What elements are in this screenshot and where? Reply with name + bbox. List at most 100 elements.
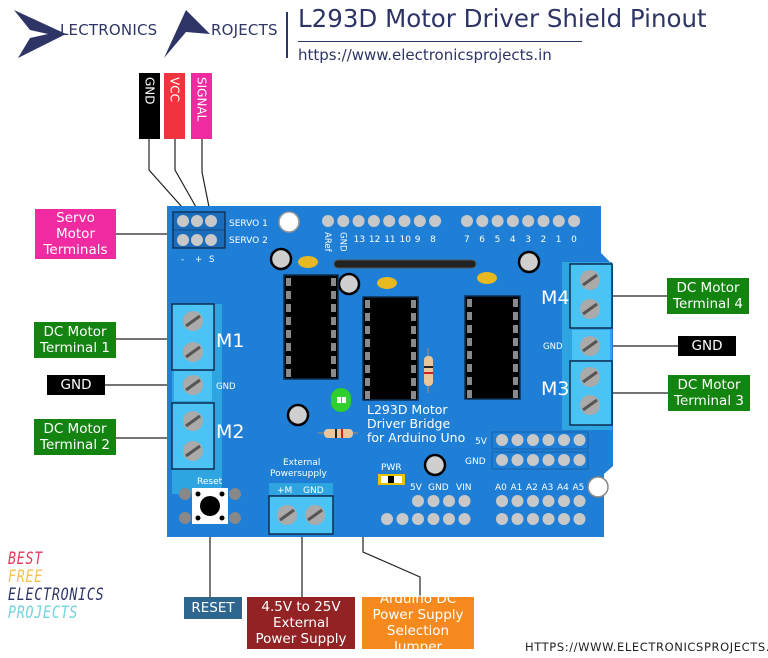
digital-pin: [461, 215, 473, 227]
analog-pin-label: A0: [495, 483, 507, 493]
power-header-label: 5V: [410, 483, 423, 493]
gnd-pin: [496, 454, 508, 466]
callout-gnd-right: GND: [678, 336, 736, 356]
screw-icon: [305, 505, 325, 525]
screw-icon: [183, 411, 203, 431]
brand-line-best: BEST: [8, 549, 44, 569]
hole: [269, 247, 293, 271]
digital-pin-label: 0: [571, 235, 577, 245]
screw-icon: [580, 270, 600, 290]
power-pin: [558, 434, 570, 446]
servo-pin: [191, 234, 203, 246]
callout-dc-motor-terminal-3: DC Motor Terminal 3: [668, 375, 750, 411]
callout-gnd-left: GND: [47, 375, 105, 395]
pwr-jumper-icon: [378, 474, 405, 485]
analog-pin-label: A4: [557, 483, 569, 493]
analog-pin: [527, 495, 539, 507]
digital-pin-label: 12: [369, 235, 380, 245]
reset-label: Reset: [197, 477, 223, 487]
hole: [423, 453, 447, 477]
digital-pin-label: 10: [400, 235, 412, 245]
callout-dc-motor-terminal-4: DC Motor Terminal 4: [667, 278, 749, 314]
digital-pin: [383, 215, 396, 227]
chip-caption: for Arduino Uno: [367, 430, 465, 445]
gnd-pin: [511, 454, 524, 466]
power-pin: [496, 434, 508, 446]
screw-icon: [580, 367, 600, 387]
power-row-label: 5V: [475, 437, 488, 447]
analog-pin: [542, 495, 555, 507]
power-header-pin: [412, 513, 424, 525]
screw-icon: [277, 505, 297, 525]
callout-external-power-supply: 4.5V to 25V External Power Supply: [247, 597, 355, 649]
hole: [286, 403, 310, 427]
chip-caption: Driver Bridge: [367, 416, 450, 431]
power-header-pin: [443, 513, 455, 525]
power-header-pin: [443, 495, 455, 507]
power-header-pin: [427, 495, 440, 507]
power-pin: [542, 434, 555, 446]
ext-power-pin-label: GND: [303, 486, 324, 496]
wire-label-vcc: VCC: [164, 73, 185, 139]
power-header-pin: [412, 495, 424, 507]
l293d-chip: [362, 296, 419, 401]
m2-label: M2: [216, 421, 244, 443]
power-pin: [527, 434, 539, 446]
analog-pin-label: A2: [526, 483, 538, 493]
digital-pin-label: 2: [541, 235, 547, 245]
analog-pin-label: A1: [511, 483, 523, 493]
servo-row-label: SERVO 1: [229, 219, 268, 229]
analog-pin: [573, 513, 586, 525]
analog-pin: [558, 513, 570, 525]
gnd-right-label: GND: [543, 342, 563, 352]
header-url-link[interactable]: https://www.electronicsprojects.in: [298, 46, 552, 64]
hole: [517, 250, 541, 274]
analog-pin-label: A3: [542, 483, 554, 493]
ext-power-label: Powersupply: [270, 469, 328, 479]
servo-pin: [205, 234, 217, 246]
screw-icon: [183, 311, 203, 331]
footer-url-link[interactable]: HTTPS://WWW.ELECTRONICSPROJECTS.IN: [525, 640, 768, 654]
screw-icon: [580, 395, 600, 415]
servo-pin: [177, 234, 189, 246]
digital-pin-label: 9: [415, 235, 421, 245]
ext-power-pin-label: +M: [277, 486, 292, 496]
servo-pin: [205, 215, 217, 227]
digital-pin: [337, 215, 350, 227]
chip-caption: L293D Motor: [367, 402, 448, 417]
gnd-left-label: GND: [216, 382, 236, 392]
digital-pin-label: ARef: [322, 232, 332, 253]
digital-pin: [506, 215, 519, 227]
electronics-logo-icon: [14, 10, 66, 58]
gnd-pin: [558, 454, 570, 466]
callout-dc-motor-terminal-1: DC Motor Terminal 1: [34, 322, 116, 358]
led-icon: [331, 388, 351, 412]
servo-pin-label: S: [209, 255, 214, 265]
analog-pin: [542, 513, 555, 525]
analog-pin: [527, 513, 539, 525]
brand-line-projects: PROJECTS: [8, 603, 79, 623]
m3-label: M3: [541, 378, 569, 400]
screw-icon: [183, 441, 203, 461]
digital-pin: [429, 215, 442, 227]
power-pin: [573, 434, 586, 446]
screw-icon: [183, 342, 203, 362]
digital-pin-label: 11: [384, 235, 395, 245]
mounting-hole: [587, 476, 609, 498]
digital-pin-label: 4: [510, 235, 516, 245]
digital-pin: [522, 215, 535, 227]
hole: [337, 272, 361, 296]
callout-servo-terminals: Servo Motor Terminals: [35, 209, 116, 259]
power-row-label: GND: [465, 457, 486, 467]
digital-pin-label: 13: [354, 235, 365, 245]
digital-pin: [367, 215, 380, 227]
servo-row-label: SERVO 2: [229, 236, 268, 246]
digital-pin-label: GND: [337, 232, 347, 252]
header-separator: [286, 12, 288, 58]
digital-pin-label: 3: [525, 235, 531, 245]
power-header-pin: [381, 513, 393, 525]
digital-pin-label: 8: [430, 235, 436, 245]
m1-label: M1: [216, 330, 244, 352]
power-header-label: VIN: [456, 483, 472, 493]
